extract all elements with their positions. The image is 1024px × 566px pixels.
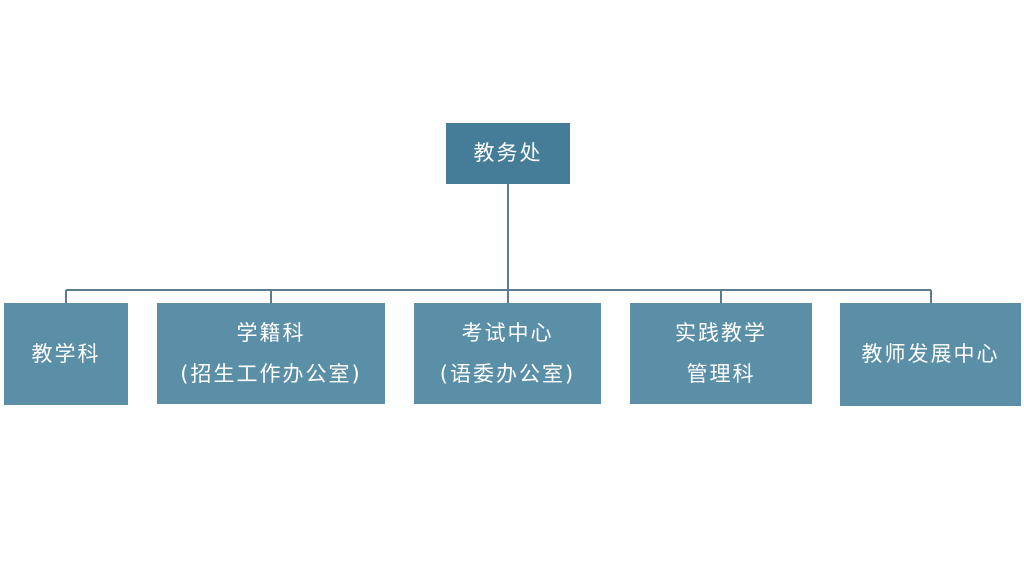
dept-node-faculty-development: 教师发展中心 <box>840 303 1021 406</box>
root-node-label: 教务处 <box>473 141 543 165</box>
dept-node-teaching: 教学科 <box>4 303 128 405</box>
dept-node-practice-teaching: 实践教学 管理科 <box>630 303 812 404</box>
dept-node-sublabel: 管理科 <box>686 361 756 386</box>
dept-node-sublabel: (招生工作办公室) <box>180 361 362 386</box>
root-node-academic-affairs: 教务处 <box>446 123 570 184</box>
dept-node-label: 教师发展中心 <box>861 342 1000 366</box>
dept-node-registry: 学籍科 (招生工作办公室) <box>157 303 385 404</box>
dept-node-label: 考试中心 <box>461 320 554 345</box>
dept-node-label: 实践教学 <box>675 320 767 345</box>
dept-node-label: 教学科 <box>31 341 101 366</box>
dept-node-exam-center: 考试中心 (语委办公室) <box>414 303 601 404</box>
dept-node-label: 学籍科 <box>236 320 306 345</box>
dept-node-sublabel: (语委办公室) <box>439 361 576 386</box>
